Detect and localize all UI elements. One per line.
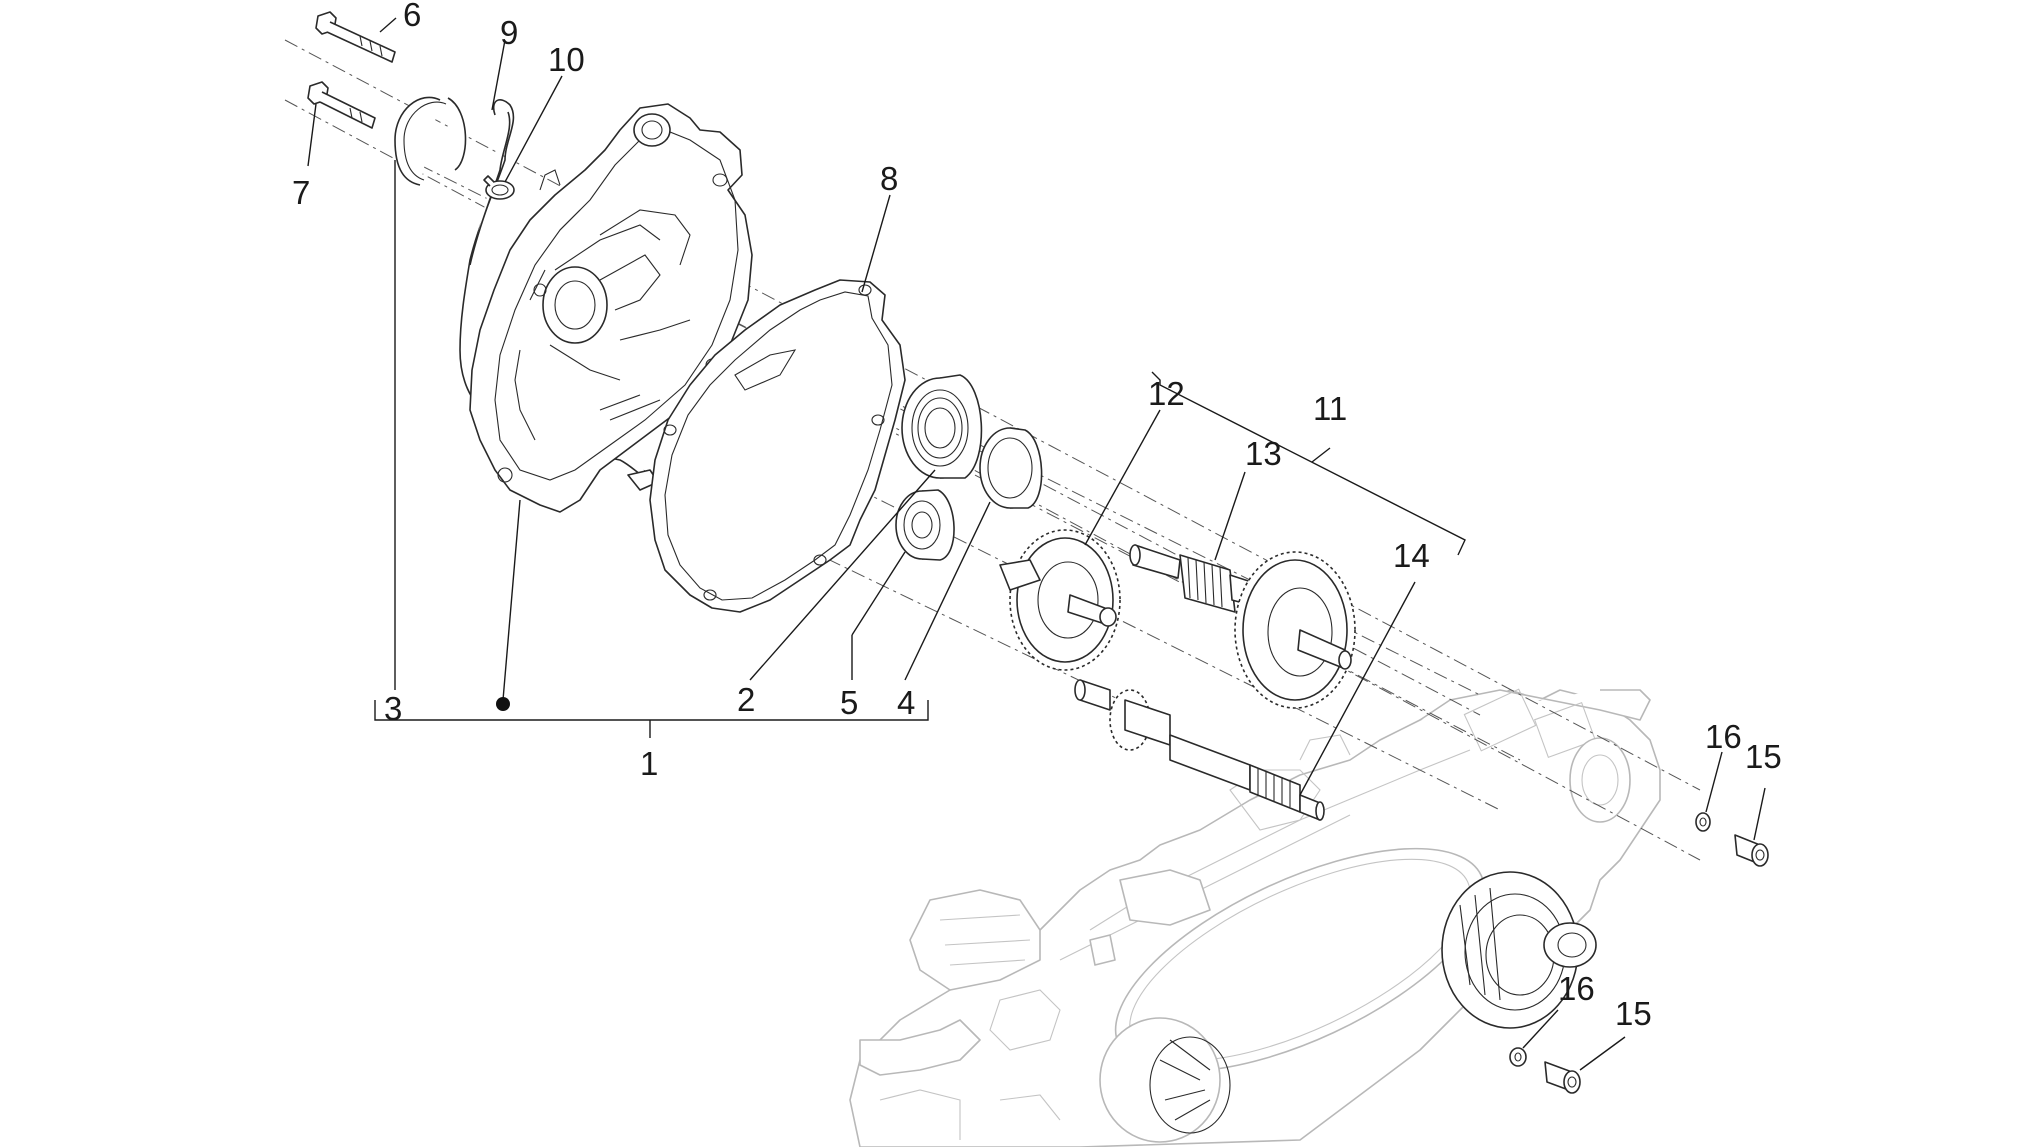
screw-15-upper — [1734, 834, 1769, 867]
callout-16-upper: 16 — [1705, 718, 1742, 755]
washer-16-upper — [1695, 812, 1711, 832]
bearing-5 — [895, 489, 955, 561]
callout-14: 14 — [1393, 537, 1430, 574]
bearing-2 — [901, 374, 983, 479]
screw-15-lower — [1544, 1061, 1581, 1094]
bolt-7 — [307, 81, 376, 129]
callout-12: 12 — [1148, 375, 1185, 412]
leader-lines — [307, 17, 1766, 1071]
callout-4: 4 — [897, 684, 915, 721]
callout-10: 10 — [548, 41, 585, 78]
callout-5: 5 — [840, 684, 858, 721]
washer-16-lower — [1509, 1047, 1527, 1067]
callout-6: 6 — [403, 0, 421, 33]
callout-1: 1 — [640, 745, 658, 782]
gear-shaft-13 — [1129, 544, 1356, 709]
callout-labels: 6 7 9 10 8 12 11 13 14 3 2 5 4 1 16 15 1… — [292, 0, 1782, 1032]
callout-11: 11 — [1313, 390, 1347, 427]
shaft-14 — [1074, 679, 1325, 821]
gasket-8 — [649, 279, 906, 613]
callout-2: 2 — [737, 681, 755, 718]
callout-9: 9 — [500, 14, 518, 51]
callout-15-lower: 15 — [1615, 995, 1652, 1032]
snap-ring-3 — [394, 96, 467, 186]
cover-reference-dot — [496, 697, 510, 711]
engine-casing-ghost — [849, 688, 1661, 1147]
callout-3: 3 — [384, 690, 402, 727]
callout-15-upper: 15 — [1745, 738, 1782, 775]
bolt-6 — [315, 11, 396, 63]
oil-seal-4 — [979, 427, 1043, 509]
callout-7: 7 — [292, 174, 310, 211]
transmission-cover-1 — [469, 103, 753, 513]
callout-8: 8 — [880, 160, 898, 197]
callout-13: 13 — [1245, 435, 1282, 472]
hose-clamp-10 — [483, 175, 515, 200]
callout-16-lower: 16 — [1558, 970, 1595, 1007]
gear-12 — [999, 529, 1121, 671]
